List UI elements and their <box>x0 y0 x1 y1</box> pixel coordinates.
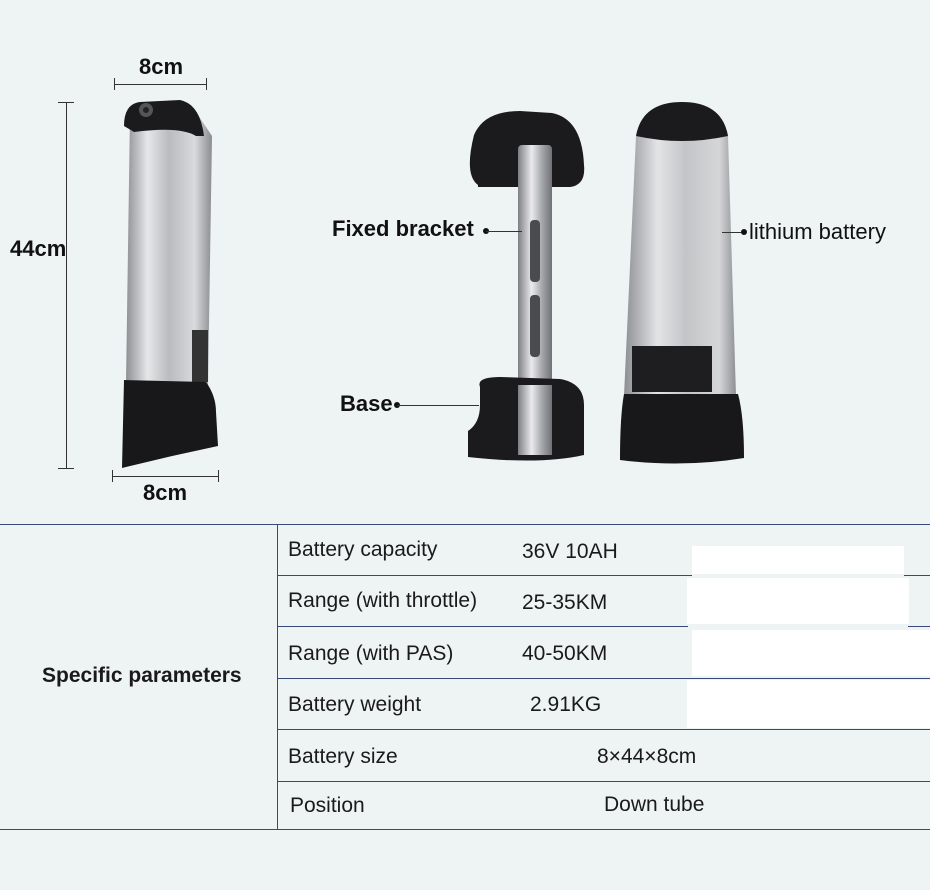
table-row-divider <box>278 626 688 627</box>
callout-fixed-bracket-line <box>486 231 522 232</box>
row-label: Range (with throttle) <box>288 589 478 612</box>
table-row-divider <box>278 781 930 782</box>
lithium-battery-image <box>620 102 744 464</box>
callout-base: Base <box>340 391 393 416</box>
table-value-highlight <box>692 546 904 574</box>
dimension-height-line <box>66 102 67 468</box>
table-row-divider <box>278 729 930 730</box>
dimension-top-line <box>114 84 206 85</box>
dimension-bottom-line <box>112 476 218 477</box>
row-label: Position <box>290 794 365 817</box>
table-top-border <box>0 524 930 525</box>
callout-lithium-battery-dot <box>741 229 747 235</box>
callout-lithium-battery-line <box>722 232 742 233</box>
table-bottom-border <box>0 829 930 830</box>
dimension-top-tick-right <box>206 78 207 90</box>
row-value: 36V 10AH <box>522 540 618 563</box>
table-section-label: Specific parameters <box>42 664 242 687</box>
dimension-top-width: 8cm <box>139 54 184 79</box>
callout-lithium-battery: lithium battery <box>749 219 886 244</box>
row-label: Battery capacity <box>288 538 438 561</box>
row-value: Down tube <box>604 793 705 816</box>
table-row-divider <box>278 575 692 576</box>
callout-base-line <box>397 405 479 406</box>
table-row-divider <box>278 678 930 679</box>
battery-side-image <box>122 100 218 468</box>
bracket-image <box>468 111 585 461</box>
dimension-top-tick-left <box>114 78 115 90</box>
row-value: 8×44×8cm <box>597 745 697 768</box>
table-vertical-divider <box>277 524 278 830</box>
row-value: 25-35KM <box>522 591 608 614</box>
dimension-bottom-tick-right <box>218 470 219 482</box>
dimension-height: 44cm <box>10 236 67 261</box>
table-row-divider <box>904 575 930 576</box>
row-label: Range (with PAS) <box>288 642 454 665</box>
dimension-height-tick-bottom <box>58 468 74 469</box>
table-value-highlight <box>687 578 909 624</box>
row-label: Battery weight <box>288 693 422 716</box>
dimension-bottom-tick-left <box>112 470 113 482</box>
table-value-highlight <box>692 630 930 676</box>
dimension-bottom-width: 8cm <box>143 480 188 505</box>
callout-fixed-bracket: Fixed bracket <box>332 216 474 241</box>
table-value-highlight <box>687 680 930 728</box>
row-label: Battery size <box>288 745 398 768</box>
dimension-height-tick-top <box>58 102 74 103</box>
table-row-divider <box>908 626 930 627</box>
row-value: 40-50KM <box>522 642 608 665</box>
row-value: 2.91KG <box>530 693 602 716</box>
